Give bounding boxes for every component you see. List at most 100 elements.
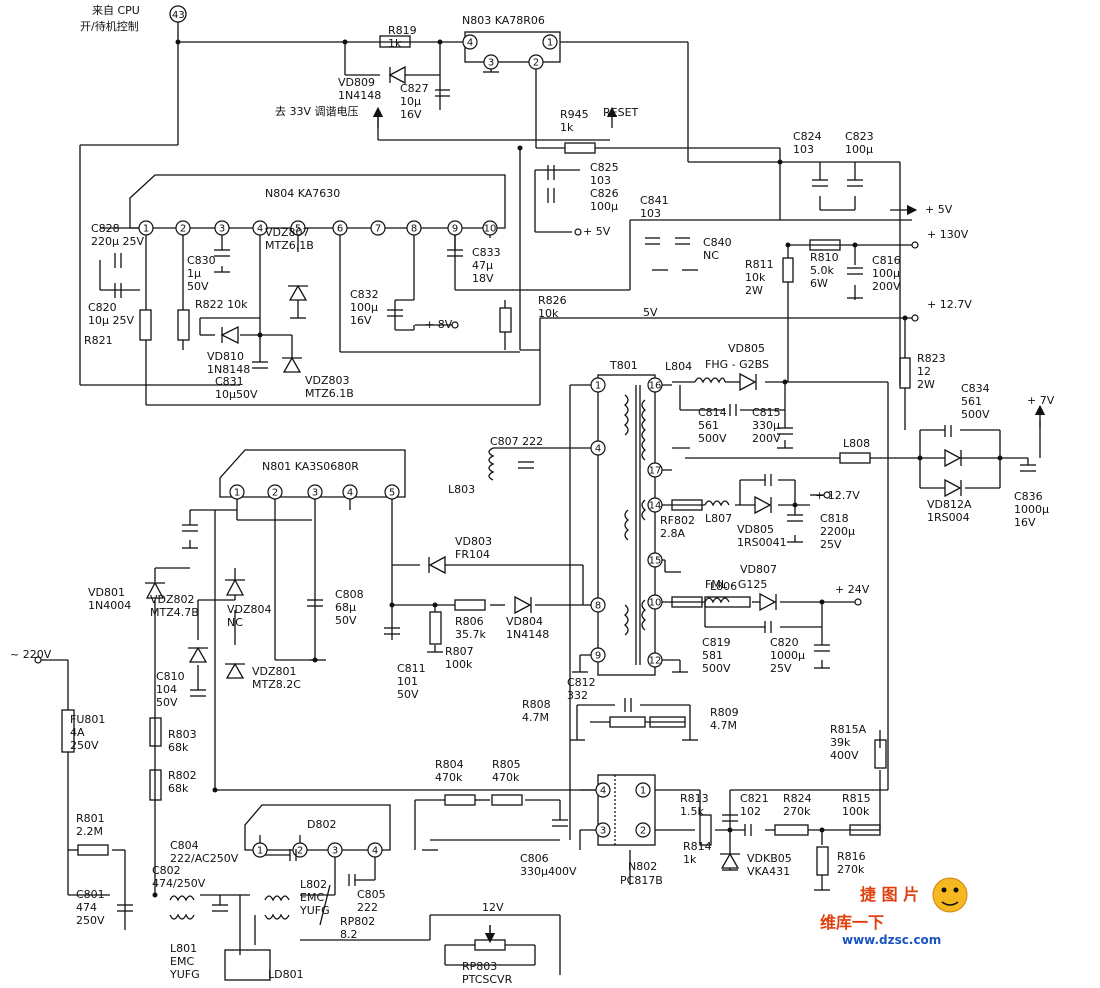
n802-label: N802 [628, 860, 657, 873]
n801-pin-3-circle [307, 484, 323, 500]
label-plus12-7v-b: + 12.7V [815, 489, 860, 502]
t801-label: T801 [609, 359, 638, 372]
d802-pin-3: 3 [332, 846, 338, 857]
terminal-arrows [372, 106, 1046, 428]
n803-pin-4: 4 [467, 38, 473, 49]
t801-pin-10: 10 [649, 598, 662, 609]
label-fivev: 5V [643, 306, 658, 319]
n801-pin-1: 1 [234, 488, 240, 499]
t801-pin-9-circle [590, 647, 606, 663]
n802-pin-3: 3 [600, 826, 606, 837]
ic-d802 [244, 804, 391, 851]
n801-pin-5-circle [384, 484, 400, 500]
mascot-icon [932, 877, 968, 913]
ic-n802 [597, 774, 656, 846]
t801-pin-17-circle [647, 462, 663, 478]
grounds [182, 71, 863, 891]
n804-pin-7: 7 [375, 224, 381, 235]
t801-pin-12-circle [647, 652, 663, 668]
n802-pin-2: 2 [640, 826, 646, 837]
label-vd807: VD807 [740, 563, 777, 576]
n802-pin-4-circle [595, 782, 611, 798]
n803-pin-4-circle [462, 34, 478, 50]
resistors [61, 35, 911, 951]
n802-pin-1-circle [635, 782, 651, 798]
diodes [145, 65, 962, 869]
t801-pin-17: 17 [649, 466, 662, 477]
cpu-control-label: 开/待机控制 [80, 19, 139, 33]
n804-pin-10: 10 [484, 224, 497, 235]
inductors [169, 377, 751, 981]
n801-pin-3: 3 [312, 488, 318, 499]
n804-pin-9: 9 [452, 224, 458, 235]
label-plus24v: + 24V [835, 583, 870, 596]
t801-pin-16-circle [647, 377, 663, 393]
t801-pin-15: 15 [649, 556, 662, 567]
label-plus130v: + 130V [927, 228, 969, 241]
n802-part-label: PC817B [620, 874, 663, 887]
n803-pin-1: 1 [547, 38, 553, 49]
n804-pin-1-circle [138, 220, 154, 236]
n804-pin-6: 6 [337, 224, 343, 235]
ic-n801 [219, 449, 406, 498]
label-fml: FML - G125 [705, 578, 767, 591]
junctions [152, 39, 1003, 898]
t801-pin-14: 14 [649, 501, 662, 512]
t801-pin-4: 4 [595, 444, 601, 455]
d802-pin-4: 4 [372, 846, 378, 857]
t801-pin-8: 8 [595, 601, 601, 612]
n804-pin-4: 4 [257, 224, 263, 235]
d802-pin-4-circle [367, 842, 383, 858]
d802-label: D802 [307, 818, 336, 831]
pin-43-label: 43 [172, 10, 185, 21]
t801-pin-12: 12 [649, 656, 662, 667]
n801-pin-2: 2 [272, 488, 278, 499]
n804-pin-10-circle [482, 220, 498, 236]
n804-pin-5-circle [290, 220, 306, 236]
n804-pin-2: 2 [180, 224, 186, 235]
